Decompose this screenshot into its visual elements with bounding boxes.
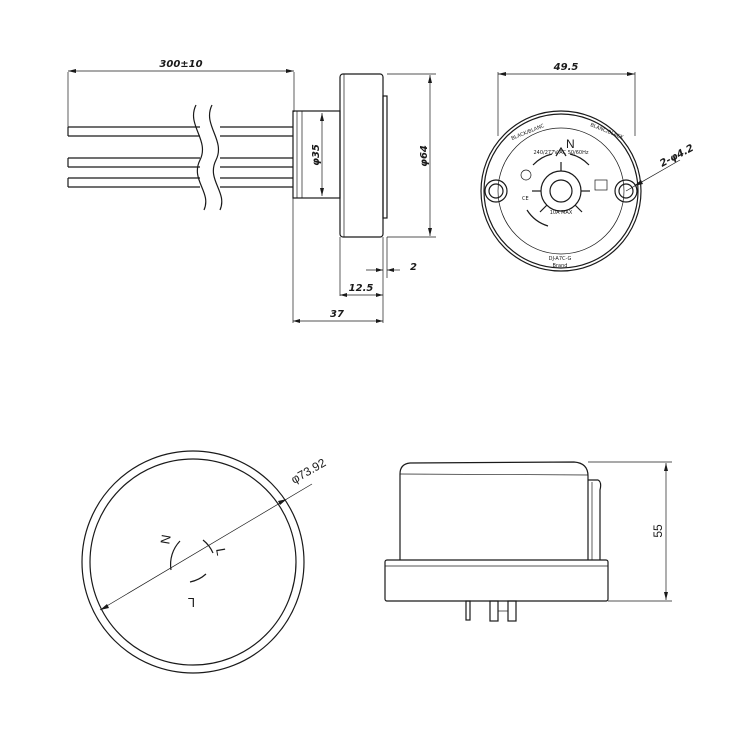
prong (465, 600, 471, 621)
body-diameter-label: φ35 (311, 144, 322, 166)
svg-text:CE: CE (522, 196, 529, 202)
rim-text-left: BLACK/BLANC (511, 123, 546, 142)
pin-label-l2: L (188, 595, 195, 610)
side-view-housing: 55 (384, 461, 672, 622)
end-view-face: 49.5 2-φ4.2 BLACK/BLANC BLANC/BLACK 240/… (480, 62, 696, 272)
model-text: DJ-A7C-G (549, 256, 572, 262)
pin-slot-l2 (189, 573, 207, 583)
wires (67, 126, 293, 188)
height-label: 55 (651, 524, 665, 538)
face-width-label: 49.5 (553, 62, 579, 73)
pin-slot-l1 (202, 539, 214, 554)
side-view-with-cables: 300±10 φ35 (67, 59, 436, 323)
pin-slot-n (169, 540, 181, 571)
cert-mark-icon (520, 169, 532, 181)
sensor-cap (339, 73, 384, 238)
north-arrow-icon (555, 146, 567, 157)
north-marker: N (566, 137, 575, 151)
pin-label-n: N (157, 533, 173, 545)
brand-text: Brand (553, 263, 568, 269)
cert-mark-icon (594, 179, 608, 191)
cap-thickness-label: 12.5 (349, 283, 374, 294)
prong (489, 600, 499, 622)
cap-diameter-label: φ64 (419, 145, 430, 167)
prong (507, 600, 517, 622)
mounting-holes-label: 2-φ4.2 (658, 143, 696, 170)
mounting-hole-left (488, 183, 504, 199)
gap-label: 2 (410, 262, 417, 273)
top-view-circle: φ73.92 N L L (81, 450, 329, 674)
load-line: 10A MAX (550, 210, 573, 216)
outer-diameter-label: φ73.92 (289, 455, 329, 486)
break-line (209, 104, 223, 211)
housing-dome (399, 461, 589, 560)
pin-label-l1: L (213, 547, 229, 557)
break-line (193, 104, 207, 211)
rating-line: 240/277V AC 50/60Hz (534, 150, 589, 156)
cable-length-label: 300±10 (159, 59, 202, 70)
overall-length-label: 37 (330, 309, 344, 320)
mounting-hole-right (618, 183, 634, 199)
